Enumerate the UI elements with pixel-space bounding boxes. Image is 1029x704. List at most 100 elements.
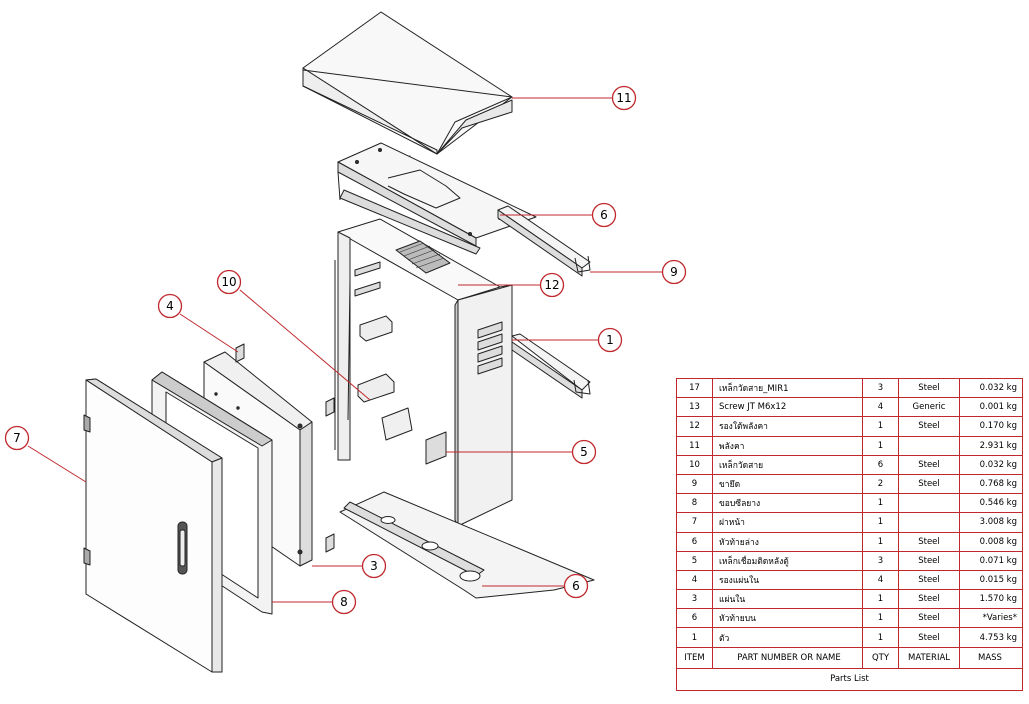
balloon-label: 1 <box>606 333 614 347</box>
material-cell <box>898 435 960 456</box>
balloon-label: 7 <box>13 431 21 445</box>
material-cell <box>898 493 960 514</box>
balloon-6-bottom <box>563 573 589 599</box>
item-cell: 1 <box>676 627 713 648</box>
material-cell <box>898 512 960 533</box>
balloon-5 <box>571 439 597 465</box>
qty-cell: 6 <box>862 454 899 475</box>
table-row: 8 ขอบซีลยาง 1 0.546 kg <box>676 493 1023 514</box>
qty-cell: 3 <box>862 550 899 571</box>
header-qty: QTY <box>862 646 899 669</box>
item-cell: 7 <box>676 512 713 533</box>
name-cell: ขายึด <box>712 473 863 495</box>
cabinet-body-part <box>334 218 513 527</box>
item-cell: 6 <box>676 608 713 629</box>
item-cell: 10 <box>676 454 713 475</box>
name-cell: เหล็กวัดสาย_MIR1 <box>712 377 863 399</box>
table-row: 6 หัวท้ายบน 1 Steel *Varies* <box>676 608 1023 629</box>
table-row: 10 เหล็กวัดสาย 6 Steel 0.032 kg <box>676 454 1023 475</box>
name-cell: แผ่นใน <box>712 589 863 610</box>
balloon-1 <box>597 327 623 353</box>
mass-cell: 0.170 kg <box>959 416 1023 437</box>
header-mass: MASS <box>959 646 1023 669</box>
material-cell: Steel <box>898 608 960 629</box>
material-cell: Steel <box>898 589 960 610</box>
mass-cell: 0.015 kg <box>959 569 1023 591</box>
table-row: 7 ฝาหน้า 1 3.008 kg <box>676 512 1023 533</box>
balloon-4 <box>157 293 183 319</box>
table-row: 13 Screw JT M6x12 4 Generic 0.001 kg <box>676 397 1023 418</box>
balloon-11 <box>611 85 637 111</box>
balloon-label: 9 <box>670 265 678 279</box>
mass-cell: 2.931 kg <box>959 435 1023 456</box>
qty-cell: 1 <box>862 416 899 437</box>
balloon-label: 3 <box>370 559 378 573</box>
balloon-label: 12 <box>544 278 559 292</box>
balloon-3 <box>361 553 387 579</box>
table-row: 6 หัวท้ายล่าง 1 Steel 0.008 kg <box>676 531 1023 552</box>
mount-bracket-upper <box>497 205 591 277</box>
material-cell: Steel <box>898 454 960 475</box>
name-cell: Screw JT M6x12 <box>712 397 863 418</box>
table-row: 3 แผ่นใน 1 Steel 1.570 kg <box>676 589 1023 610</box>
name-cell: ตัว <box>712 627 863 648</box>
balloon-7 <box>4 425 30 451</box>
item-cell: 5 <box>676 550 713 571</box>
item-cell: 8 <box>676 493 713 514</box>
table-row: 5 เหล็กเชื่อมติดหลังตู้ 3 Steel 0.071 kg <box>676 550 1023 571</box>
mass-cell: 4.753 kg <box>959 627 1023 648</box>
item-cell: 9 <box>676 473 713 495</box>
header-item: ITEM <box>676 646 713 669</box>
mass-cell: 0.001 kg <box>959 397 1023 418</box>
qty-cell: 1 <box>862 493 899 514</box>
balloon-label: 11 <box>616 91 631 105</box>
mass-cell: 0.071 kg <box>959 550 1023 571</box>
name-cell: รองแผ่นใน <box>712 569 863 591</box>
balloon-label: 8 <box>340 595 348 609</box>
material-cell: Steel <box>898 627 960 648</box>
item-cell: 6 <box>676 531 713 552</box>
item-cell: 3 <box>676 589 713 610</box>
name-cell: หัวท้ายบน <box>712 608 863 629</box>
balloon-label: 10 <box>221 275 236 289</box>
table-row: 1 ตัว 1 Steel 4.753 kg <box>676 627 1023 648</box>
balloon-9 <box>661 259 687 285</box>
table-row: 9 ขายึด 2 Steel 0.768 kg <box>676 473 1023 495</box>
qty-cell: 1 <box>862 627 899 648</box>
mass-cell: *Varies* <box>959 608 1023 629</box>
table-row: 11 พลังคา 1 2.931 kg <box>676 435 1023 456</box>
material-cell: Steel <box>898 569 960 591</box>
balloon-12 <box>539 272 565 298</box>
mass-cell: 0.546 kg <box>959 493 1023 514</box>
material-cell: Steel <box>898 531 960 552</box>
roof-part <box>302 11 513 200</box>
top-frame-part <box>337 142 537 255</box>
name-cell: ฝาหน้า <box>712 512 863 533</box>
qty-cell: 1 <box>862 435 899 456</box>
table-header-row: ITEM PART NUMBER OR NAME QTY MATERIAL MA… <box>676 646 1023 669</box>
balloon-10 <box>216 269 242 295</box>
qty-cell: 3 <box>862 377 899 399</box>
material-cell: Steel <box>898 416 960 437</box>
mass-cell: 0.032 kg <box>959 377 1023 399</box>
qty-cell: 4 <box>862 397 899 418</box>
name-cell: พลังคา <box>712 435 863 456</box>
mass-cell: 1.570 kg <box>959 589 1023 610</box>
balloon-label: 5 <box>580 445 588 459</box>
qty-cell: 1 <box>862 589 899 610</box>
qty-cell: 1 <box>862 512 899 533</box>
item-cell: 4 <box>676 569 713 591</box>
table-row: 4 รองแผ่นใน 4 Steel 0.015 kg <box>676 569 1023 591</box>
table-row: 17 เหล็กวัดสาย_MIR1 3 Steel 0.032 kg <box>676 377 1023 399</box>
mass-cell: 0.008 kg <box>959 531 1023 552</box>
item-cell: 12 <box>676 416 713 437</box>
item-cell: 11 <box>676 435 713 456</box>
qty-cell: 1 <box>862 531 899 552</box>
qty-cell: 4 <box>862 569 899 591</box>
material-cell: Steel <box>898 473 960 495</box>
item-cell: 13 <box>676 397 713 418</box>
plate-mounts <box>235 343 335 553</box>
balloon-label: 6 <box>572 579 580 593</box>
parts-list-table: 17 เหล็กวัดสาย_MIR1 3 Steel 0.032 kg 13 … <box>676 377 1023 691</box>
